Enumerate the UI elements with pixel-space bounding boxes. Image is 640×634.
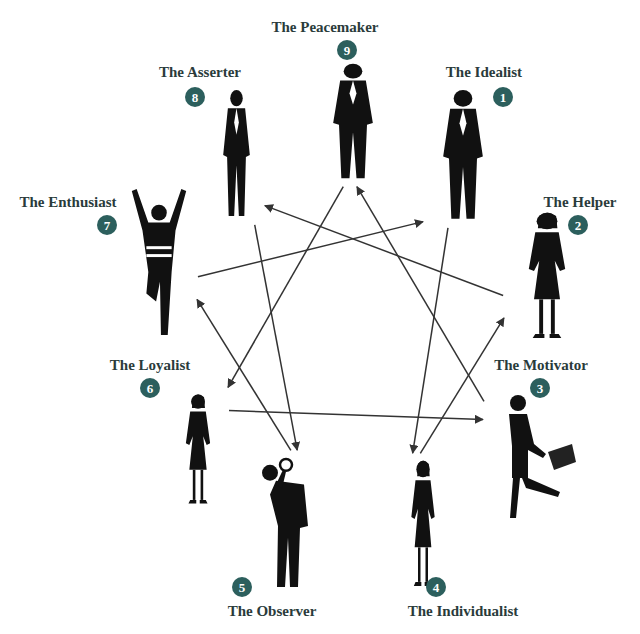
number-badge: 3 [530, 378, 550, 398]
type-node: The Asserter 8 [156, 61, 263, 223]
type-node: The Enthusiast 7 [16, 180, 196, 344]
type-label: The Observer [228, 603, 317, 620]
type-label: The Enthusiast [19, 194, 116, 211]
number-badge: 7 [97, 215, 117, 235]
number-badge: 2 [568, 215, 588, 235]
enthusiast-figure [132, 189, 186, 335]
helper-figure [529, 213, 565, 338]
motivator-figure [509, 395, 576, 518]
type-label: The Peacemaker [271, 19, 378, 36]
idealist-figure [443, 90, 483, 219]
type-node: The Motivator 3 [485, 354, 591, 525]
type-node: The Idealist 1 [425, 61, 525, 226]
arrow-connector [228, 187, 343, 388]
type-node: The Loyalist 6 [107, 354, 227, 510]
type-node: The Peacemaker 9 [268, 16, 391, 185]
type-label: The Helper [544, 194, 617, 211]
type-label: The Motivator [494, 357, 588, 374]
type-label: The Asserter [159, 64, 241, 81]
arrow-connector [198, 222, 423, 277]
peacemaker-figure [333, 64, 373, 178]
arrow-connector [265, 206, 503, 296]
number-badge: 6 [140, 378, 160, 398]
individualist-figure [411, 461, 434, 586]
loyalist-figure [186, 394, 210, 503]
arrow-connector [197, 299, 291, 450]
number-badge: 9 [337, 40, 357, 60]
type-label: The Loyalist [110, 357, 190, 374]
arrow-connector [413, 228, 448, 453]
type-node: The Observer 5 [225, 452, 325, 623]
type-node: The Individualist 4 [395, 455, 521, 623]
arrow-connector [420, 318, 504, 453]
number-badge: 4 [426, 577, 446, 597]
arrow-connector [357, 187, 484, 402]
number-badge: 8 [185, 87, 205, 107]
arrow-connector [229, 410, 483, 419]
asserter-figure [223, 90, 250, 216]
arrow-connector [255, 225, 297, 450]
type-label: The Individualist [408, 603, 518, 620]
type-label: The Idealist [446, 64, 522, 81]
number-badge: 5 [232, 577, 252, 597]
number-badge: 1 [493, 87, 513, 107]
observer-figure [262, 459, 308, 587]
type-node: The Helper 2 [505, 191, 619, 345]
